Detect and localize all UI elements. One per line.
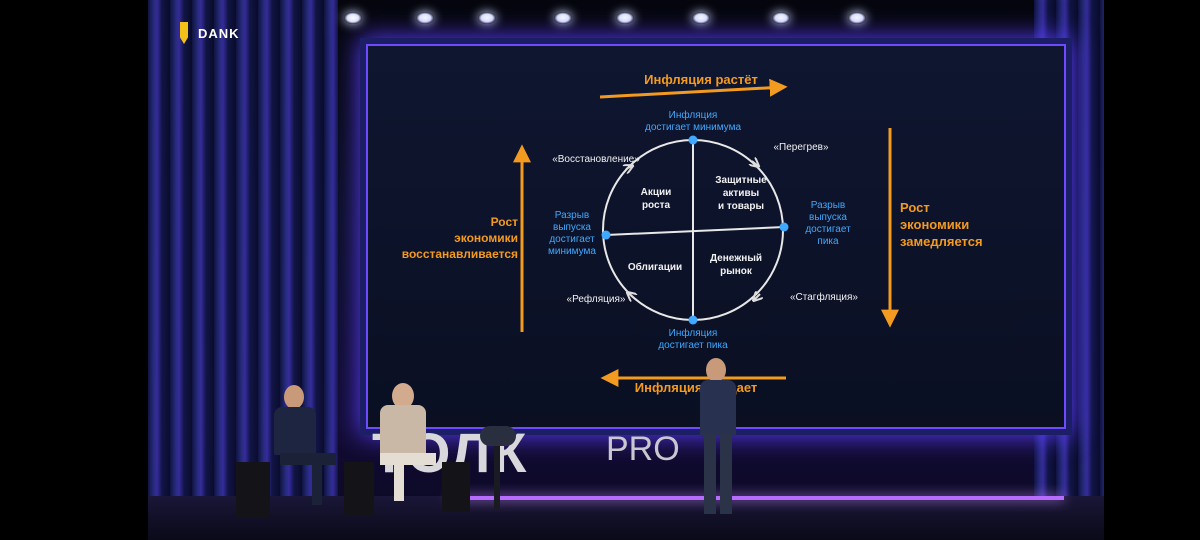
stage-light bbox=[692, 12, 710, 24]
point-bottom bbox=[688, 315, 698, 325]
stage-light bbox=[478, 12, 496, 24]
person-legs bbox=[704, 434, 716, 514]
phase-reflation: «Рефляция» bbox=[566, 294, 626, 305]
label-line: Разрыв bbox=[554, 210, 590, 221]
person-torso bbox=[700, 380, 736, 436]
point-right-label: Разрыв выпуска достигает пика bbox=[788, 200, 868, 248]
label-line: достигает bbox=[549, 234, 595, 245]
flow-arrow bbox=[754, 294, 760, 300]
label-line: восстанавливается bbox=[401, 247, 518, 261]
phase-stagflation: «Стагфляция» bbox=[789, 292, 858, 303]
point-left-label: Разрыв выпуска достигает минимума bbox=[532, 210, 612, 258]
right-arrow-label: Рост экономики замедляется bbox=[900, 199, 1020, 250]
seated-person bbox=[376, 383, 446, 513]
label-line: Разрыв bbox=[810, 200, 846, 211]
label-line: роста bbox=[641, 200, 671, 211]
quadrant-growth-stocks: Акции роста bbox=[616, 186, 696, 212]
stage-light bbox=[344, 12, 362, 24]
person-torso bbox=[274, 407, 316, 455]
left-arrow-label: Рост экономики восстанавливается bbox=[388, 214, 518, 262]
label-line: достигает пика bbox=[658, 340, 728, 351]
stage-logo-pro: PRO bbox=[606, 430, 680, 468]
person-head bbox=[392, 383, 414, 409]
horizontal-axis bbox=[605, 226, 785, 236]
person-head bbox=[706, 358, 726, 382]
stage-light bbox=[616, 12, 634, 24]
flow-arrow bbox=[626, 166, 632, 169]
floor-glow bbox=[448, 496, 1064, 500]
person-torso bbox=[380, 405, 426, 455]
stage-light bbox=[772, 12, 790, 24]
label-line: замедляется bbox=[900, 234, 983, 249]
quadrant-money-market: Денежный рынок bbox=[696, 252, 776, 278]
label-line: минимума bbox=[548, 246, 596, 257]
side-table bbox=[344, 462, 374, 516]
point-top bbox=[688, 135, 698, 145]
label-line: рынок bbox=[720, 266, 752, 277]
channel-logo: DANK bbox=[180, 22, 240, 44]
label-line: активы bbox=[722, 188, 760, 199]
label-line: и товары bbox=[717, 201, 765, 212]
top-arrow bbox=[599, 78, 788, 99]
label-line: пика bbox=[817, 236, 839, 247]
label-line: Акции bbox=[640, 187, 672, 198]
label-line: Денежный bbox=[709, 253, 763, 264]
label-line: экономики bbox=[900, 217, 970, 232]
seated-person bbox=[270, 385, 340, 515]
point-right bbox=[779, 222, 789, 232]
label-line: Рост bbox=[490, 215, 518, 229]
side-table bbox=[442, 462, 470, 512]
person-legs bbox=[380, 453, 436, 465]
point-bottom-label: Инфляция достигает пика bbox=[628, 328, 758, 352]
flow-arrow bbox=[628, 293, 634, 298]
person-legs bbox=[394, 461, 404, 501]
chair-leg bbox=[494, 446, 500, 510]
person-legs bbox=[312, 461, 322, 505]
person-legs bbox=[280, 453, 336, 465]
label-line: выпуска bbox=[553, 222, 591, 233]
stage-light bbox=[416, 12, 434, 24]
label-line: Инфляция bbox=[668, 328, 718, 339]
label-line: достигает минимума bbox=[644, 122, 742, 133]
stage-floor bbox=[148, 496, 1104, 540]
point-left bbox=[601, 230, 611, 240]
logo-text: DANK bbox=[198, 25, 240, 41]
label-line: выпуска bbox=[809, 212, 847, 223]
quadrant-bonds: Облигации bbox=[610, 262, 700, 273]
label-line: Облигации bbox=[627, 262, 683, 273]
stage-light bbox=[554, 12, 572, 24]
label-line: Инфляция bbox=[668, 110, 718, 121]
standing-speaker bbox=[694, 358, 754, 528]
empty-chair bbox=[480, 426, 516, 446]
stage-light bbox=[848, 12, 866, 24]
flow-arrow bbox=[752, 161, 758, 166]
label-line: Защитные bbox=[715, 175, 767, 186]
label-line: достигает bbox=[805, 224, 851, 235]
cycle-diagram bbox=[513, 78, 899, 387]
label-line: экономики bbox=[454, 231, 518, 245]
side-table bbox=[236, 462, 270, 518]
person-legs bbox=[720, 434, 732, 514]
point-top-label: Инфляция достигает минимума bbox=[628, 110, 758, 134]
top-arrow-label: Инфляция растёт bbox=[644, 72, 758, 87]
shield-icon bbox=[180, 22, 188, 44]
quadrant-defensive-assets: Защитные активы и товары bbox=[696, 174, 786, 213]
phase-recovery: «Восстановление» bbox=[552, 154, 640, 165]
person-head bbox=[284, 385, 304, 409]
phase-overheat: «Перегрев» bbox=[773, 142, 829, 153]
label-line: Рост bbox=[900, 200, 930, 215]
